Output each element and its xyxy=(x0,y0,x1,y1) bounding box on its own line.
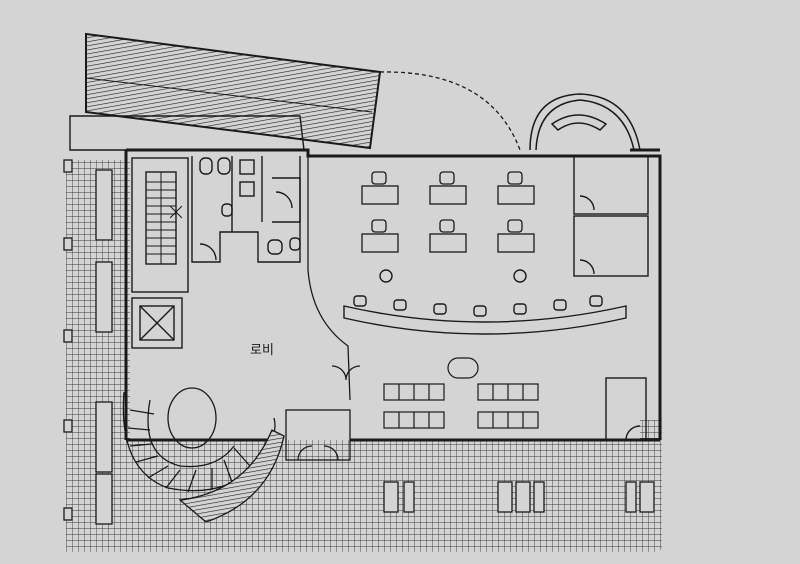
side-rooms xyxy=(573,155,649,441)
terrace-tables xyxy=(383,481,655,513)
planter-boxes xyxy=(63,159,113,525)
spiral-staircase xyxy=(122,387,285,523)
ramp-canopy xyxy=(69,32,521,151)
lobby-label: 로비 xyxy=(250,343,274,358)
lobby-partition xyxy=(285,156,361,461)
stair-core xyxy=(131,157,189,293)
terrace-paving xyxy=(66,160,662,552)
office-desks xyxy=(361,171,535,253)
reception-counter xyxy=(343,269,627,335)
elevator xyxy=(131,297,183,349)
waiting-seating xyxy=(383,357,539,429)
circular-bay xyxy=(529,93,641,151)
restrooms xyxy=(191,156,301,263)
exterior-walls xyxy=(124,148,662,442)
